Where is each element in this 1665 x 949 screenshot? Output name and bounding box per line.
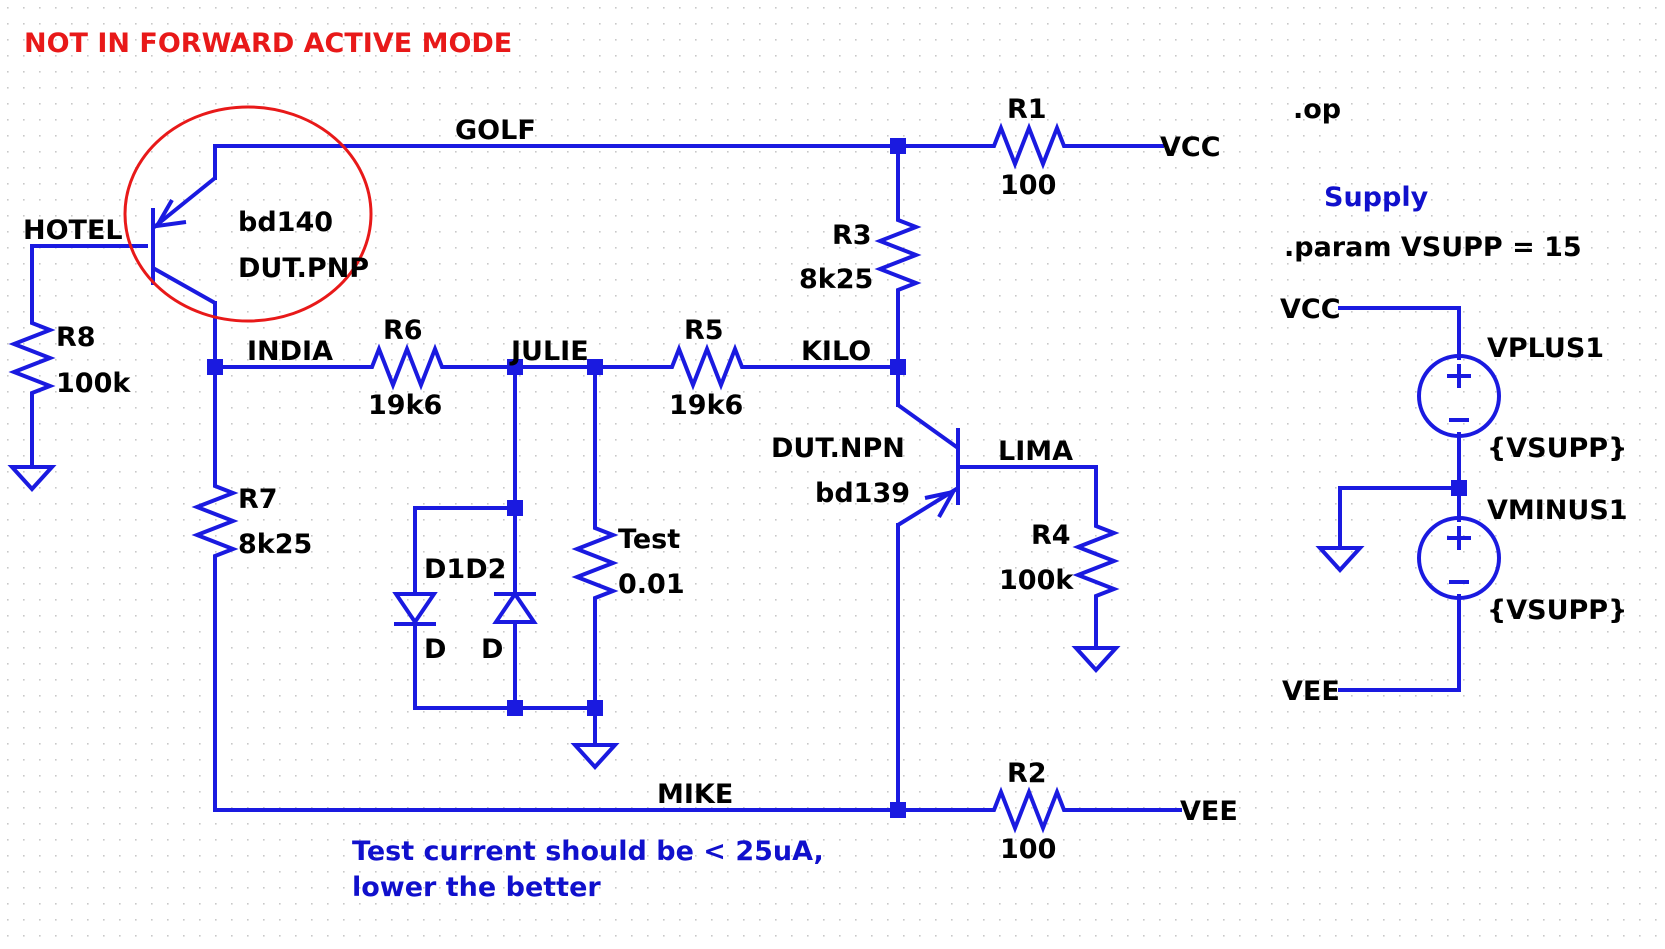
net-label-hotel: HOTEL	[23, 215, 123, 246]
wires	[30, 144, 1461, 812]
d1-model: D	[424, 634, 446, 665]
d1d2-name: D1D2	[424, 554, 506, 585]
wire-hotel	[30, 244, 148, 317]
junction-test-gnd	[587, 700, 603, 716]
junction-supply-mid	[1451, 480, 1467, 496]
net-label-vee-supply: VEE	[1282, 676, 1340, 707]
wire-golf	[213, 144, 988, 180]
ground-test	[570, 743, 620, 770]
resistor-r4	[1072, 518, 1120, 603]
resistor-r3	[874, 212, 922, 300]
r7-value: 8k25	[238, 529, 312, 560]
junction-julie-d2	[507, 359, 523, 375]
net-label-kilo: KILO	[801, 336, 871, 367]
r5-value: 19k6	[669, 390, 743, 421]
net-label-julie: JULIE	[509, 336, 589, 367]
ground-r4	[1071, 646, 1121, 673]
voltage-source-vminus1	[1417, 516, 1501, 600]
r3-value: 8k25	[799, 264, 873, 295]
param-directive: .param VSUPP = 15	[1284, 232, 1582, 263]
test-value: 0.01	[618, 569, 685, 600]
r6-name: R6	[383, 315, 423, 346]
net-label-golf: GOLF	[455, 115, 536, 146]
resistor-r8	[8, 315, 56, 403]
resistor-r2	[986, 786, 1071, 834]
wire-mike	[213, 561, 900, 812]
junction-india	[207, 359, 223, 375]
junction-mike	[890, 802, 906, 818]
vplus-name: VPLUS1	[1487, 333, 1604, 364]
resistor-test	[571, 520, 619, 605]
pnp-model: bd140	[238, 207, 333, 238]
net-label-vee: VEE	[1180, 796, 1238, 827]
resistor-r6	[364, 343, 449, 391]
r8-value: 100k	[56, 368, 131, 399]
junction-kilo	[890, 359, 906, 375]
note-line-2: lower the better	[352, 872, 601, 903]
resistor-r5	[664, 343, 749, 391]
junction-d1-d2-top	[507, 500, 523, 516]
junction-d2-bottom	[507, 700, 523, 716]
wire-d1-top	[413, 506, 517, 596]
r1-value: 100	[1000, 170, 1056, 201]
vminus-value: {VSUPP}	[1487, 595, 1627, 626]
vminus-name: VMINUS1	[1487, 495, 1628, 526]
ground-supply	[1315, 546, 1365, 573]
pnp-name: DUT.PNP	[238, 253, 369, 284]
npn-name: DUT.NPN	[771, 433, 905, 464]
resistor-r1	[986, 122, 1071, 170]
junction-golf-r3	[890, 138, 906, 154]
wire-lima	[956, 465, 1098, 520]
warning-text: NOT IN FORWARD ACTIVE MODE	[24, 28, 512, 59]
r5-name: R5	[684, 315, 724, 346]
net-label-lima: LIMA	[998, 436, 1073, 467]
junctions	[207, 138, 1467, 818]
r4-value: 100k	[999, 565, 1074, 596]
r6-value: 19k6	[368, 390, 442, 421]
wire-supply-vcc	[1338, 306, 1461, 360]
diode-d2	[492, 590, 538, 624]
transistor-pnp-bd140	[151, 176, 217, 305]
wire-diode-bottom	[413, 622, 597, 710]
diode-d1	[392, 592, 438, 626]
d2-model: D	[481, 634, 503, 665]
r2-value: 100	[1000, 834, 1056, 865]
r8-name: R8	[56, 322, 96, 353]
voltage-source-vplus1	[1417, 354, 1501, 438]
supply-comment: Supply	[1324, 182, 1429, 213]
net-label-vcc: VCC	[1160, 132, 1221, 163]
net-label-india: INDIA	[247, 336, 333, 367]
wire-supply-gnd	[1338, 486, 1461, 550]
ground-r8	[7, 465, 57, 492]
r7-name: R7	[238, 484, 278, 515]
r4-name: R4	[1031, 520, 1071, 551]
r1-name: R1	[1007, 94, 1047, 125]
r3-name: R3	[832, 220, 872, 251]
test-name: Test	[618, 524, 680, 555]
transistor-npn-bd139	[896, 403, 960, 527]
net-label-mike: MIKE	[657, 779, 733, 810]
npn-model: bd139	[815, 478, 910, 509]
net-label-vcc-supply: VCC	[1280, 294, 1341, 325]
wire-supply-vee	[1338, 594, 1461, 692]
r2-name: R2	[1007, 758, 1047, 789]
resistor-r7	[191, 478, 239, 563]
highlight-circle	[123, 105, 373, 323]
junction-julie-test	[587, 359, 603, 375]
note-line-1: Test current should be < 25uA,	[352, 836, 824, 867]
vplus-value: {VSUPP}	[1487, 433, 1627, 464]
op-directive: .op	[1293, 94, 1341, 125]
